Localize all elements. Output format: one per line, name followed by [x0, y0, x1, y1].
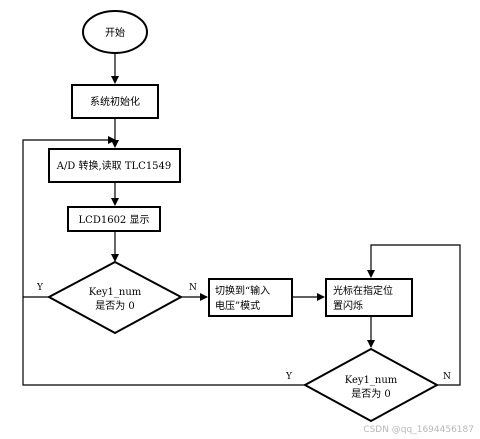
- edge-decision2-no-loop: [367, 244, 461, 386]
- edge-decision1-yes-loop: [22, 136, 116, 298]
- decision2-no-label: N: [443, 372, 451, 382]
- node-switch-mode: 切换到“输入 电压”模式: [208, 278, 293, 317]
- cursor-box: [325, 278, 413, 317]
- cursor-line2: 置闪烁: [333, 299, 363, 312]
- node-read: A/D 转换,读取 TLC1549: [48, 148, 181, 183]
- switch-mode-line2: 电压”模式: [215, 299, 260, 312]
- start-label: 开始: [105, 26, 125, 39]
- edge-decision2-yes-loop: [22, 297, 305, 386]
- init-box: [71, 84, 159, 119]
- node-display: LCD1602 显示: [67, 206, 161, 232]
- read-label: A/D 转换,读取 TLC1549: [56, 159, 172, 172]
- switch-mode-box: [208, 278, 293, 317]
- display-box: [67, 206, 161, 232]
- decision1-diamond: [46, 260, 184, 335]
- display-label: LCD1602 显示: [79, 214, 150, 226]
- cursor-line1: 光标在指定位: [333, 284, 393, 297]
- switch-mode-line1: 切换到“输入: [215, 284, 270, 297]
- read-box: [48, 148, 181, 183]
- watermark-text: CSDN @qq_1694456187: [363, 425, 474, 435]
- decision2-line1: Key1_num: [345, 375, 398, 386]
- connectors: [22, 54, 461, 386]
- decision1-line1: Key1_num: [89, 287, 142, 298]
- decision2-line2: 是否为 0: [351, 388, 391, 400]
- node-decision2: Key1_num 是否为 0: [302, 347, 440, 423]
- node-start: 开始: [82, 10, 148, 54]
- decision1-line2: 是否为 0: [95, 300, 135, 312]
- node-init: 系统初始化: [71, 84, 159, 119]
- decision1-yes-label: Y: [36, 283, 44, 293]
- node-cursor: 光标在指定位 置闪烁: [325, 278, 413, 317]
- decision2-diamond: [302, 347, 440, 423]
- decision2-yes-label: Y: [285, 372, 293, 382]
- node-decision1: Key1_num 是否为 0: [46, 260, 184, 335]
- start-terminator: [82, 10, 148, 54]
- decision1-no-label: N: [189, 283, 197, 293]
- init-label: 系统初始化: [90, 95, 140, 108]
